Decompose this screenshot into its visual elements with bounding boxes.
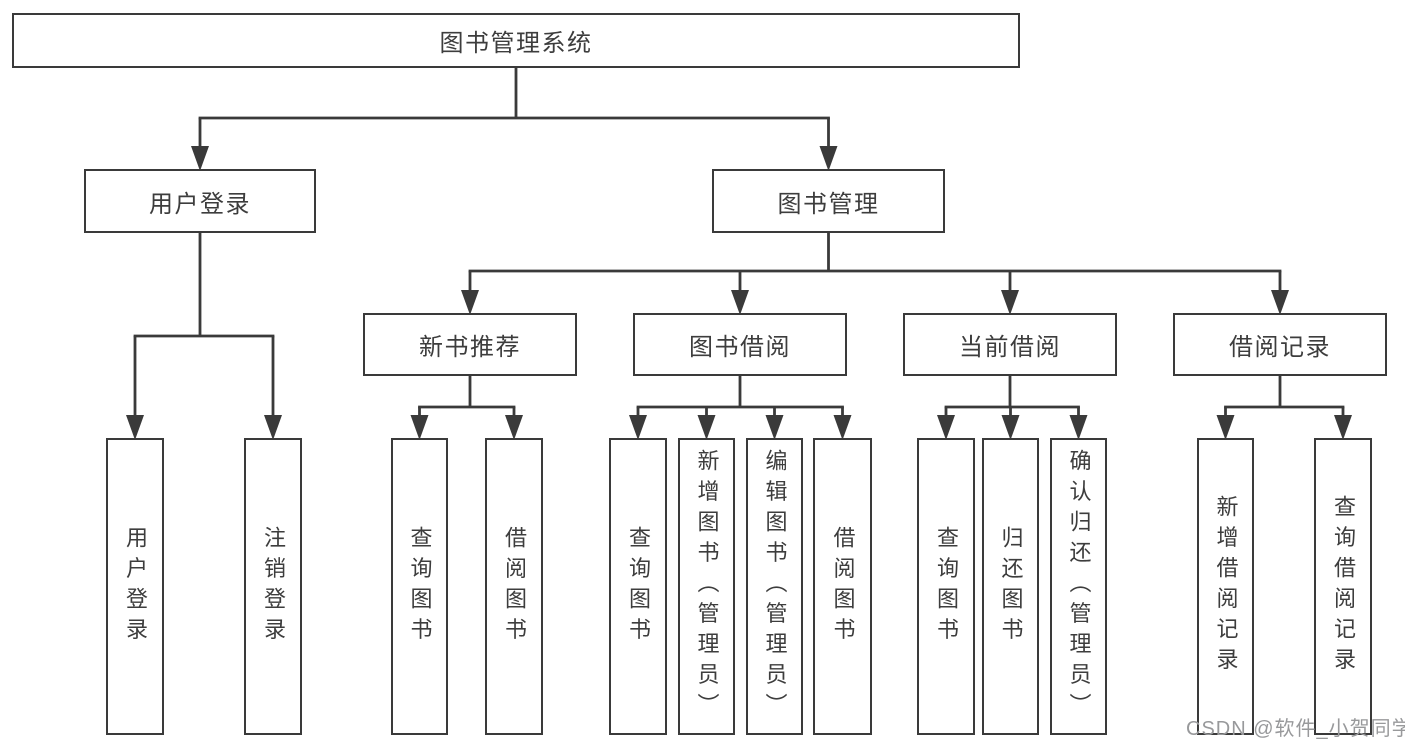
node-br-add: 新增借阅记录 — [1197, 438, 1254, 735]
arrowhead-icon — [937, 415, 955, 440]
node-label: 当前借阅 — [959, 334, 1061, 361]
arrowhead-icon — [819, 146, 838, 171]
node-cb-query: 查询图书 — [917, 438, 975, 735]
arrowhead-icon — [505, 415, 523, 440]
node-user-login: 用户登录 — [84, 169, 316, 233]
node-label: 编辑图书（管理员） — [762, 449, 788, 724]
arrowhead-icon — [1001, 415, 1020, 440]
arrowhead-icon — [461, 290, 479, 315]
node-label: 新书推荐 — [419, 334, 521, 361]
node-br-query: 查询借阅记录 — [1314, 438, 1372, 735]
arrowhead-icon — [1069, 415, 1088, 440]
arrowhead-icon — [833, 415, 852, 440]
node-book-mgmt: 图书管理 — [712, 169, 945, 233]
node-book-borrow: 图书借阅 — [633, 313, 847, 376]
node-borrow-record: 借阅记录 — [1173, 313, 1387, 376]
node-root: 图书管理系统 — [12, 13, 1020, 68]
node-cb-confirm: 确认归还（管理员） — [1050, 438, 1107, 735]
arrowhead-icon — [765, 415, 784, 440]
arrowhead-icon — [410, 415, 429, 440]
watermark: CSDN @软件_小贺同学 — [1186, 718, 1405, 740]
node-label: 用户登录 — [123, 525, 148, 648]
arrowhead-icon — [629, 415, 647, 440]
arrowhead-icon — [126, 415, 144, 440]
node-new-book-rec: 新书推荐 — [363, 313, 577, 376]
arrowhead-icon — [264, 415, 282, 440]
node-nbr-query: 查询图书 — [391, 438, 448, 735]
node-label: 用户登录 — [149, 190, 251, 218]
node-label: 确认归还（管理员） — [1066, 449, 1092, 724]
node-bb-query: 查询图书 — [609, 438, 667, 735]
node-label: 注销登录 — [261, 525, 286, 648]
node-label: 查询图书 — [407, 525, 433, 648]
node-cb-return: 归还图书 — [982, 438, 1039, 735]
node-label: 借阅记录 — [1229, 334, 1331, 361]
node-label: 归还图书 — [998, 525, 1024, 648]
arrowhead-icon — [1334, 415, 1352, 440]
node-bb-add: 新增图书（管理员） — [678, 438, 735, 735]
node-login: 用户登录 — [106, 438, 164, 735]
node-label: 新增图书（管理员） — [694, 449, 720, 724]
node-label: 图书借阅 — [689, 334, 791, 361]
node-bb-borrow: 借阅图书 — [813, 438, 872, 735]
arrowhead-icon — [1271, 290, 1289, 315]
node-label: 查询图书 — [626, 525, 651, 648]
arrowhead-icon — [1001, 290, 1019, 315]
node-label: 图书管理系统 — [439, 30, 593, 57]
node-nbr-borrow: 借阅图书 — [485, 438, 543, 735]
node-label: 查询借阅记录 — [1331, 495, 1356, 678]
node-label: 查询图书 — [934, 525, 959, 648]
node-current-borrow: 当前借阅 — [903, 313, 1117, 376]
node-label: 借阅图书 — [830, 525, 856, 648]
node-bb-edit: 编辑图书（管理员） — [746, 438, 803, 735]
node-label: 图书管理 — [777, 190, 880, 218]
arrowhead-icon — [731, 290, 749, 315]
node-label: 借阅图书 — [502, 525, 527, 648]
node-logout: 注销登录 — [244, 438, 302, 735]
arrowhead-icon — [191, 146, 209, 171]
arrowhead-icon — [697, 415, 716, 440]
arrowhead-icon — [1216, 415, 1235, 440]
node-label: 新增借阅记录 — [1213, 495, 1239, 678]
